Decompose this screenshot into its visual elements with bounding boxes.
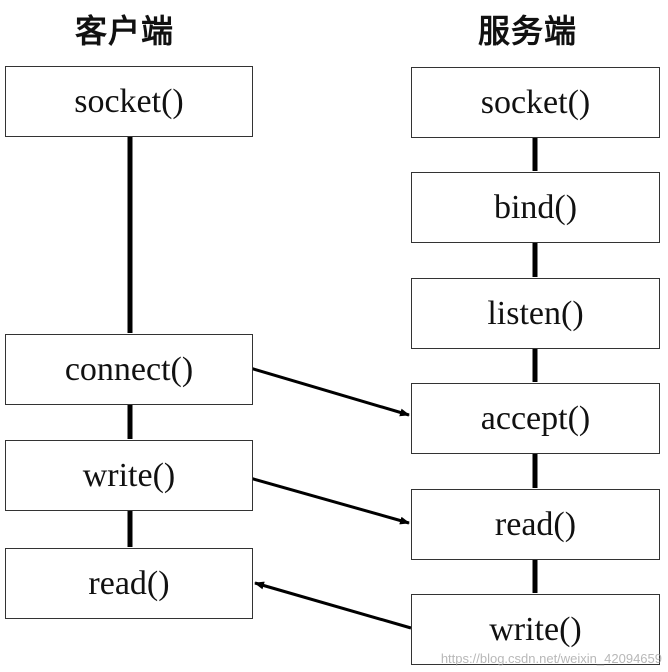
arrow-connect-to-accept [249,366,410,417]
client-socket-box: socket() [5,66,253,137]
arrow-write-to-read-client [254,581,412,630]
server-listen-box: listen() [411,278,660,349]
watermark: https://blog.csdn.net/weixin_42094659 [440,651,662,666]
client-connect-box: connect() [5,334,253,405]
client-heading: 客户端 [75,12,175,50]
server-heading: 服务端 [478,12,578,50]
server-accept-box: accept() [411,383,660,454]
server-read-box: read() [411,489,660,560]
arrow-write-to-read [249,476,410,525]
server-bind-box: bind() [411,172,660,243]
server-write-box: write() [411,594,660,665]
client-write-box: write() [5,440,253,511]
client-read-box: read() [5,548,253,619]
server-socket-box: socket() [411,67,660,138]
